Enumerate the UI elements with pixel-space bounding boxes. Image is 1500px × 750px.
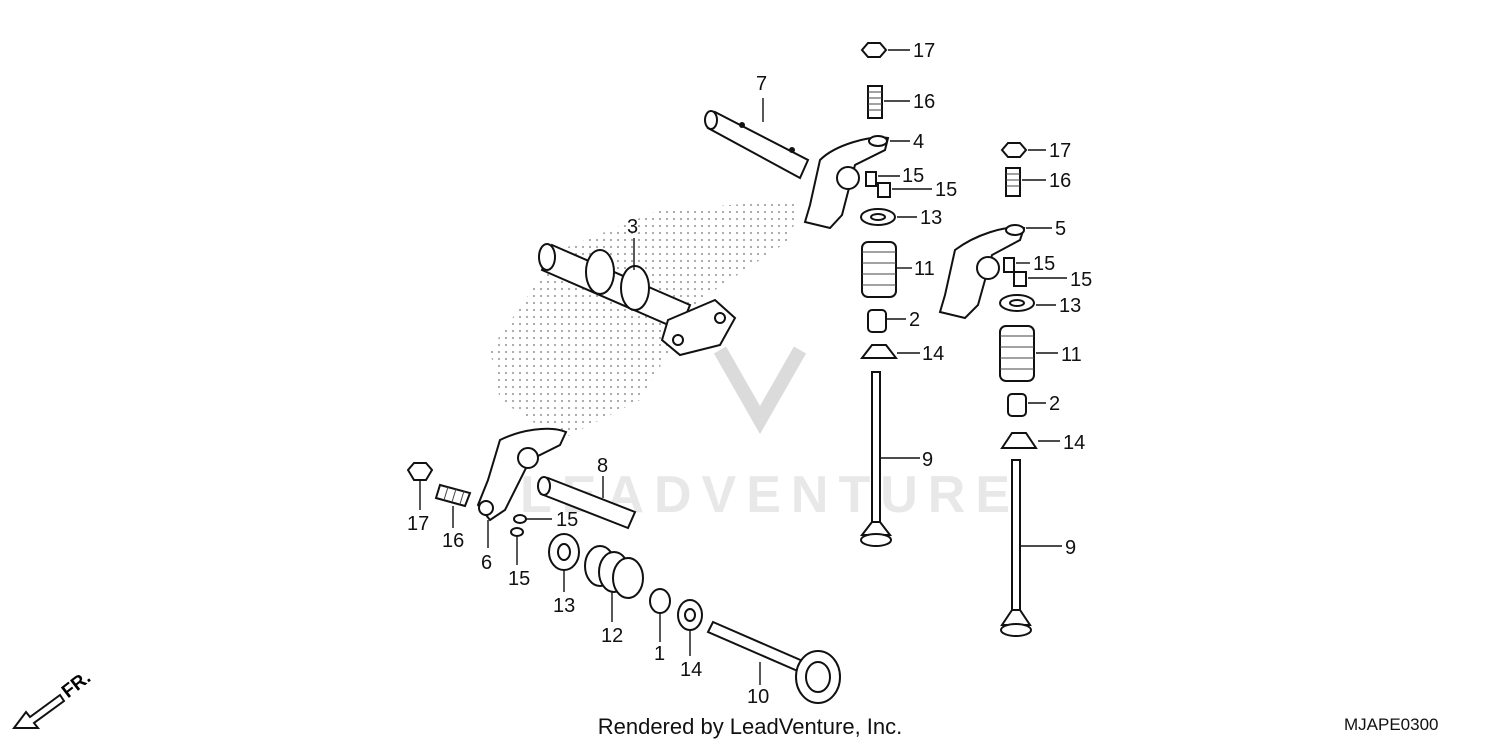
part-10-exhaust-valve[interactable] [706,620,841,704]
callout-16: 16 [1049,170,1071,192]
part-16-adjust-screw-left[interactable] [434,483,472,508]
part-13-retainer-mid[interactable] [999,294,1035,312]
callout-17: 17 [913,40,935,62]
callout-3: 3 [627,216,638,238]
part-14-seat-mid[interactable] [1000,432,1038,449]
part-2-seal-upper[interactable] [867,309,887,333]
callout-11: 11 [1061,344,1082,366]
part-14-seat-upper[interactable] [859,344,899,359]
callout-15: 15 [1033,253,1055,275]
render-credit: Rendered by LeadVenture, Inc. [597,714,903,739]
callout-8: 8 [597,455,608,477]
callout-2: 2 [1049,393,1060,415]
part-7-rocker-shaft[interactable] [704,110,810,180]
part-17-nut-upper[interactable] [860,42,888,58]
part-15-cotters-upper[interactable] [865,171,891,198]
part-9-valve-mid[interactable] [1000,459,1032,637]
callout-9: 9 [1065,537,1076,559]
part-2-seal-mid[interactable] [1007,393,1027,417]
part-17-nut-left[interactable] [406,462,434,481]
callout-14: 14 [922,343,944,365]
diagram-code: MJAPE0300 [1344,715,1439,734]
front-direction-arrow-icon [12,693,66,729]
callout-15: 15 [902,165,924,187]
callout-15: 15 [508,568,530,590]
part-12-spring-left[interactable] [584,545,644,599]
callout-9: 9 [922,449,933,471]
callout-13: 13 [553,595,575,617]
callout-13: 13 [1059,295,1081,317]
part-6-rocker-arm[interactable] [476,427,568,522]
callout-12: 12 [601,625,623,647]
callout-labels: 17 16 4 15 15 13 11 2 14 9 7 3 17 16 5 1… [407,40,1092,708]
callout-16: 16 [913,91,935,113]
callout-11: 11 [914,258,935,280]
callout-15: 15 [1070,269,1092,291]
part-15-cotters-left[interactable] [510,514,527,537]
callout-4: 4 [913,131,924,153]
callout-2: 2 [909,309,920,331]
callout-16: 16 [442,530,464,552]
part-13-retainer-left[interactable] [548,533,580,571]
callout-14: 14 [680,659,702,681]
part-8-rocker-shaft[interactable] [537,476,637,530]
part-1-seal-left[interactable] [649,588,671,614]
part-4-rocker-arm[interactable] [803,135,890,230]
part-14-seat-left[interactable] [677,599,703,631]
callout-17: 17 [1049,140,1071,162]
part-16-adjust-screw-mid[interactable] [1005,167,1021,197]
callout-7: 7 [756,73,767,95]
callout-13: 13 [920,207,942,229]
part-13-retainer-upper[interactable] [860,208,896,226]
callout-1: 1 [654,643,665,665]
part-17-nut-mid[interactable] [1000,142,1028,158]
part-11-spring-upper[interactable] [861,241,897,298]
part-5-rocker-arm[interactable] [938,224,1026,320]
part-9-valve-upper[interactable] [859,371,893,547]
callout-6: 6 [481,552,492,574]
callout-5: 5 [1055,218,1066,240]
part-11-spring-mid[interactable] [999,325,1035,382]
callout-15: 15 [556,509,578,531]
part-15-cotters-mid[interactable] [1003,257,1027,287]
callout-14: 14 [1063,432,1085,454]
leader-lines [419,49,1067,685]
part-16-adjust-screw-upper[interactable] [867,85,883,119]
callout-17: 17 [407,513,429,535]
callout-15: 15 [935,179,957,201]
part-3-camshaft[interactable] [538,243,737,357]
callout-10: 10 [747,686,769,708]
